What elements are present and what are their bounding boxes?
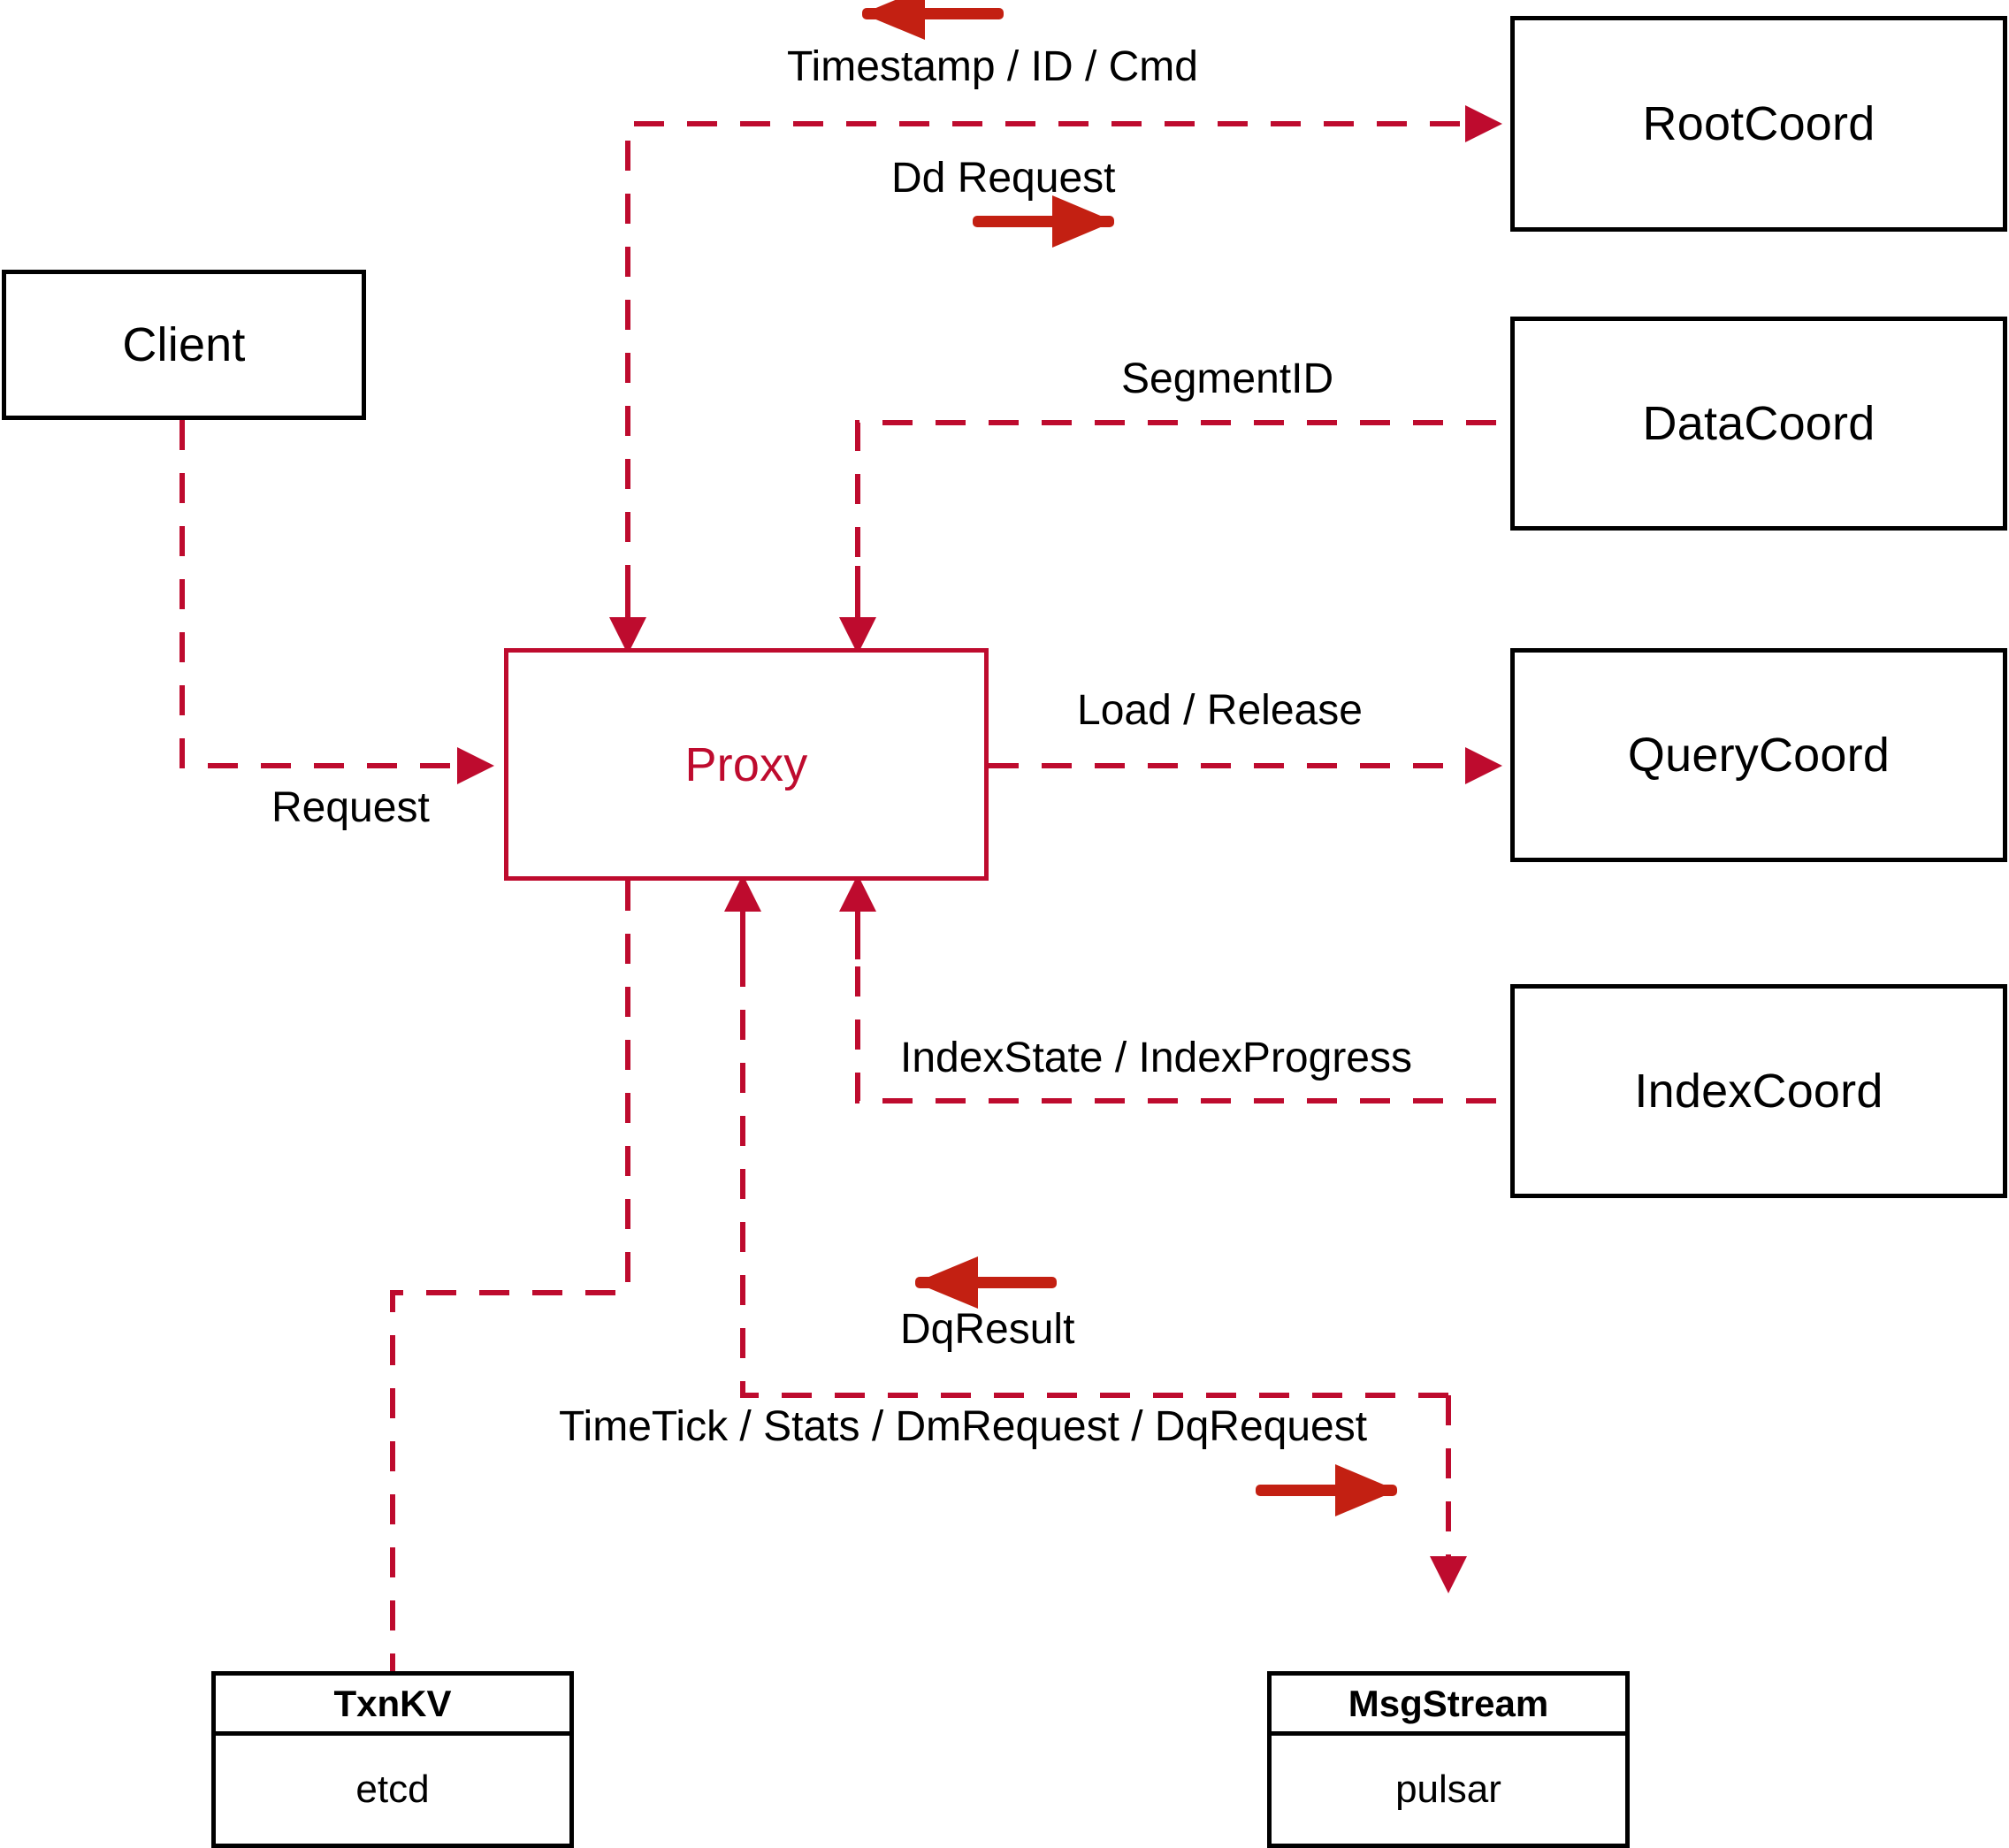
edge-label-indexstate-indexprogress: IndexState / IndexProgress [900,1035,1412,1081]
component-txnkv-title: TxnKV [216,1676,569,1736]
node-indexcoord[interactable]: IndexCoord [1510,984,2007,1198]
direction-arrow-timestamp-left [862,0,1004,40]
node-indexcoord-label: IndexCoord [1634,1065,1883,1118]
edge-label-request: Request [271,784,430,831]
node-proxy-label: Proxy [684,737,808,791]
edge-msgstream-to-proxy [740,959,1448,1398]
node-datacoord[interactable]: DataCoord [1510,317,2007,531]
direction-arrow-dqresult-left [915,1256,1057,1309]
node-rootcoord[interactable]: RootCoord [1510,16,2007,232]
edge-label-load-release: Load / Release [1077,687,1363,734]
node-datacoord-label: DataCoord [1642,397,1875,450]
direction-arrow-dd-request-right [973,195,1114,248]
edge-label-dd-request: Dd Request [891,155,1116,202]
edge-indexcoord-to-proxy [855,959,1496,1103]
edge-label-timestamp-id-cmd: Timestamp / ID / Cmd [787,43,1198,90]
component-txnkv[interactable]: TxnKV etcd [211,1671,574,1848]
node-client[interactable]: Client [2,270,366,420]
edge-label-dqresult: DqResult [900,1306,1075,1353]
direction-arrows [862,0,1397,1516]
node-rootcoord-label: RootCoord [1642,97,1875,150]
node-querycoord[interactable]: QueryCoord [1510,648,2007,862]
direction-arrow-timetick-right [1256,1464,1397,1516]
component-msgstream[interactable]: MsgStream pulsar [1267,1671,1630,1848]
edge-label-timetick-stats-dmrequest-dqrequest: TimeTick / Stats / DmRequest / DqRequest [559,1403,1368,1450]
component-msgstream-title: MsgStream [1272,1676,1625,1736]
node-proxy[interactable]: Proxy [504,648,989,881]
edge-datacoord-to-proxy [855,420,1496,566]
edge-proxy-to-rootcoord [625,105,1502,648]
edge-proxy-to-txnkv [390,881,630,1671]
edge-label-segmentid: SegmentID [1121,355,1334,402]
edge-client-to-proxy [180,420,494,784]
component-msgstream-impl: pulsar [1395,1768,1501,1811]
node-client-label: Client [122,318,246,371]
node-querycoord-label: QueryCoord [1627,729,1891,782]
component-txnkv-impl: etcd [355,1768,430,1811]
